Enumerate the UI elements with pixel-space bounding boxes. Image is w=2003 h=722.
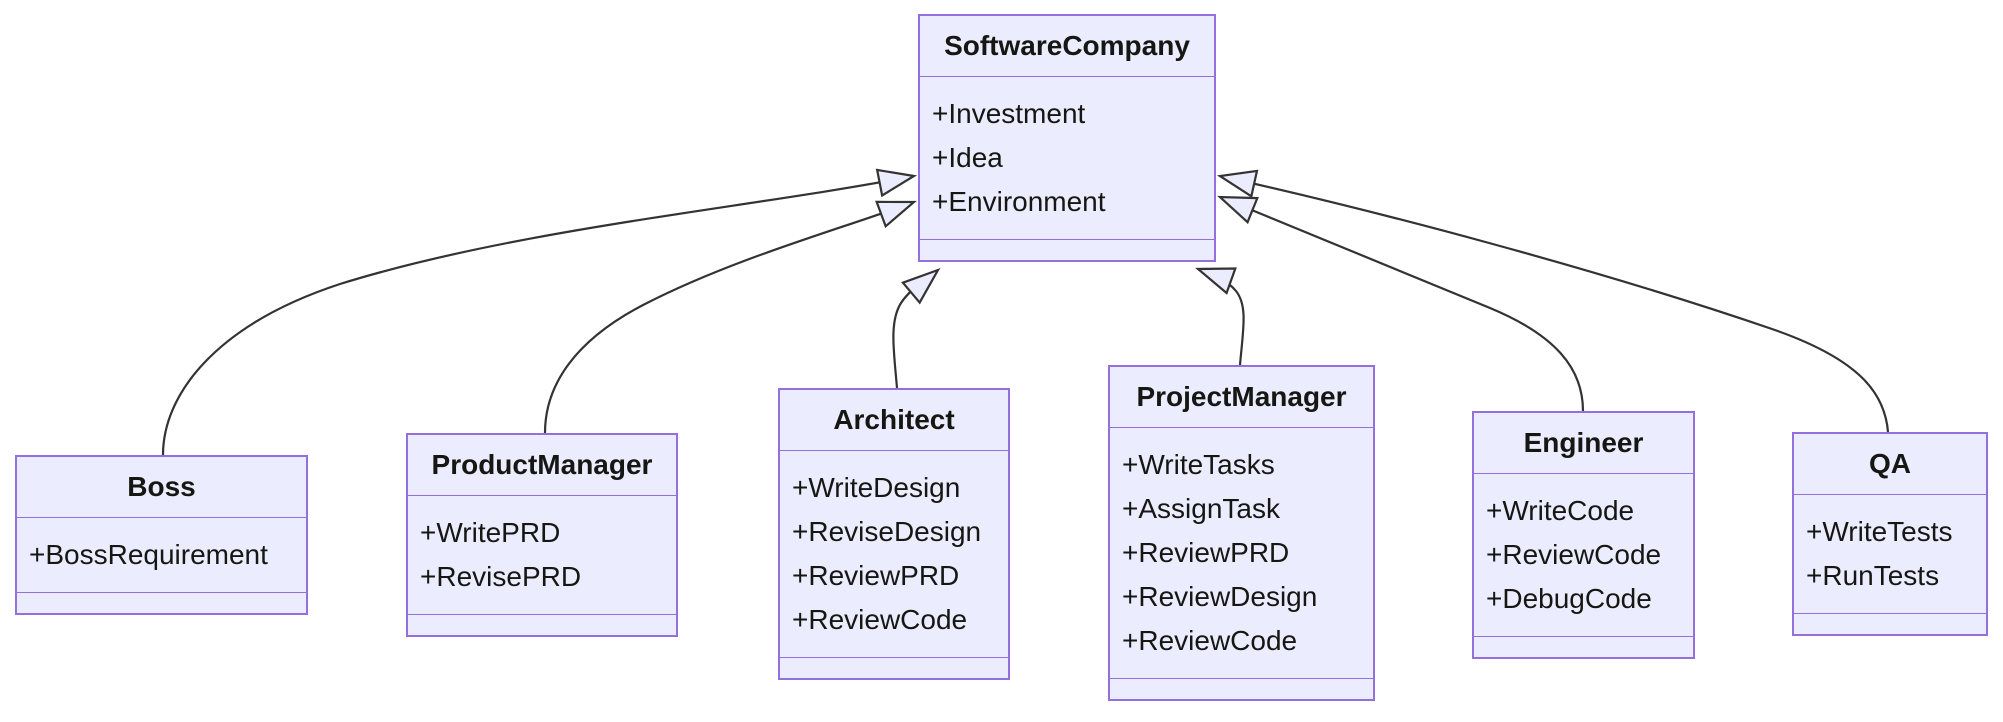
class-methods-empty — [780, 658, 1008, 678]
class-member: +Environment — [932, 186, 1106, 217]
class-member: +ReviewPRD — [792, 560, 960, 591]
inheritance-edge-product-manager — [543, 200, 917, 434]
class-methods-empty — [408, 615, 676, 635]
class-member: +ReviewCode — [1486, 539, 1662, 570]
inheritance-edge-architect — [892, 267, 941, 389]
class-members: +Investment +Idea +Environment — [920, 77, 1214, 240]
class-methods-empty — [920, 240, 1214, 260]
class-name: Architect — [780, 390, 1008, 451]
class-software-company: SoftwareCompany +Investment +Idea +Environ… — [918, 14, 1216, 262]
class-member: +RevisePRD — [420, 561, 582, 592]
class-name: ProductManager — [408, 435, 676, 496]
class-member: +ReviseDesign — [792, 516, 982, 547]
class-members: +WriteTasks +AssignTask +ReviewPRD +ReviewD… — [1110, 428, 1373, 679]
inheritance-edge-project-manager — [1195, 267, 1245, 366]
class-member: +ReviewDesign — [1122, 581, 1318, 612]
class-name: ProjectManager — [1110, 367, 1373, 428]
class-member: +ReviewCode — [792, 604, 968, 635]
class-members: +BossRequirement — [17, 518, 306, 593]
class-qa: QA +WriteTests +RunTests — [1792, 432, 1988, 636]
class-members: +WritePRD +RevisePRD — [408, 496, 676, 615]
class-member: +WriteTests — [1806, 516, 1953, 547]
class-methods-empty — [17, 593, 306, 613]
class-name: Engineer — [1474, 413, 1693, 474]
class-member: +DebugCode — [1486, 583, 1652, 614]
class-methods-empty — [1474, 637, 1693, 657]
class-product-manager: ProductManager +WritePRD +RevisePRD — [406, 433, 678, 637]
class-name: SoftwareCompany — [920, 16, 1214, 77]
class-member: +Investment — [932, 98, 1086, 129]
class-methods-empty — [1110, 679, 1373, 699]
class-members: +WriteCode +ReviewCode +DebugCode — [1474, 474, 1693, 637]
class-methods-empty — [1794, 614, 1986, 634]
class-architect: Architect +WriteDesign +ReviseDesign +Revi… — [778, 388, 1010, 680]
class-members: +WriteDesign +ReviseDesign +ReviewPRD +Revi… — [780, 451, 1008, 658]
class-member: +WritePRD — [420, 517, 561, 548]
class-member: +Idea — [932, 142, 1003, 173]
inheritance-edge-boss — [161, 168, 918, 456]
inheritance-edge-engineer — [1217, 195, 1585, 412]
class-member: +WriteDesign — [792, 472, 961, 503]
inheritance-edge-qa — [1216, 169, 1890, 433]
class-name: Boss — [17, 457, 306, 518]
class-project-manager: ProjectManager +WriteTasks +AssignTask +Re… — [1108, 365, 1375, 701]
class-member: +BossRequirement — [29, 539, 268, 570]
class-name: QA — [1794, 434, 1986, 495]
class-member: +ReviewPRD — [1122, 537, 1290, 568]
class-member: +AssignTask — [1122, 493, 1280, 524]
class-members: +WriteTests +RunTests — [1794, 495, 1986, 614]
class-member: +WriteCode — [1486, 495, 1635, 526]
class-member: +WriteTasks — [1122, 449, 1275, 480]
class-boss: Boss +BossRequirement — [15, 455, 308, 615]
class-engineer: Engineer +WriteCode +ReviewCode +DebugCode — [1472, 411, 1695, 659]
class-member: +ReviewCode — [1122, 625, 1298, 656]
class-member: +RunTests — [1806, 560, 1940, 591]
